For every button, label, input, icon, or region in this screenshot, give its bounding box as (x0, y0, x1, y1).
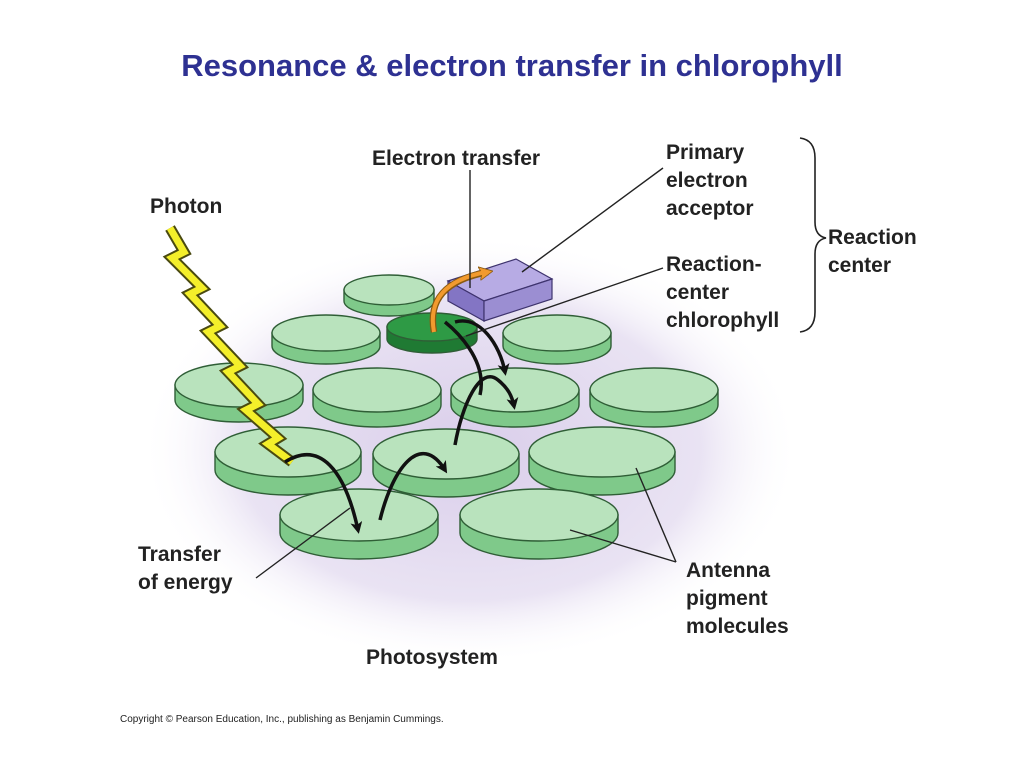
page-title: Resonance & electron transfer in chlorop… (181, 48, 843, 83)
energy-transfer-arrow-5 (454, 319, 510, 376)
energy-transfer-arrow-3 (453, 375, 519, 446)
rc-chlorophyll-label-3: chlorophyll (666, 309, 779, 332)
transfer-energy-label-1: Transfer (138, 543, 221, 566)
copyright-notice: Copyright © Pearson Education, Inc., pub… (120, 714, 444, 725)
primary-acceptor-label-2: electron (666, 169, 748, 192)
rc-chlorophyll-label-1: Reaction- (666, 253, 762, 276)
energy-transfer-arrow-4 (443, 320, 483, 396)
antenna-pigment-disk (459, 488, 619, 560)
electron-transfer-label: Electron transfer (372, 147, 540, 170)
antenna-pigment-disk (528, 426, 676, 496)
antenna-label-2: pigment (686, 587, 768, 610)
energy-transfer-arrow-2 (378, 452, 448, 521)
leader-lines (255, 167, 677, 579)
antenna-label-1: Antenna (686, 559, 770, 582)
transfer-energy-label-2: of energy (138, 571, 233, 594)
energy-transfer-arrow-1 (284, 453, 363, 534)
photon-zigzag-fill (166, 226, 295, 465)
antenna-pigment-disk (271, 314, 381, 365)
reaction-center-label-2: center (828, 254, 891, 277)
antenna-pigment-disk (372, 428, 520, 498)
reaction-center-bracket (799, 137, 827, 333)
antenna-pigment-disk (502, 314, 612, 365)
electron-transfer-arrow-fill (430, 270, 487, 333)
antenna-label-3: molecules (686, 615, 789, 638)
photon-label: Photon (150, 195, 222, 218)
primary-acceptor-label-3: acceptor (666, 197, 754, 220)
antenna-pigment-disk (343, 274, 435, 317)
antenna-pigment-disk (312, 367, 442, 428)
antenna-pigment-disk (279, 488, 439, 560)
reaction-center-label-1: Reaction (828, 226, 917, 249)
photosystem-label: Photosystem (366, 646, 498, 669)
antenna-pigment-disk (589, 367, 719, 428)
rc-chlorophyll-label-2: center (666, 281, 729, 304)
primary-acceptor-label-1: Primary (666, 141, 745, 164)
